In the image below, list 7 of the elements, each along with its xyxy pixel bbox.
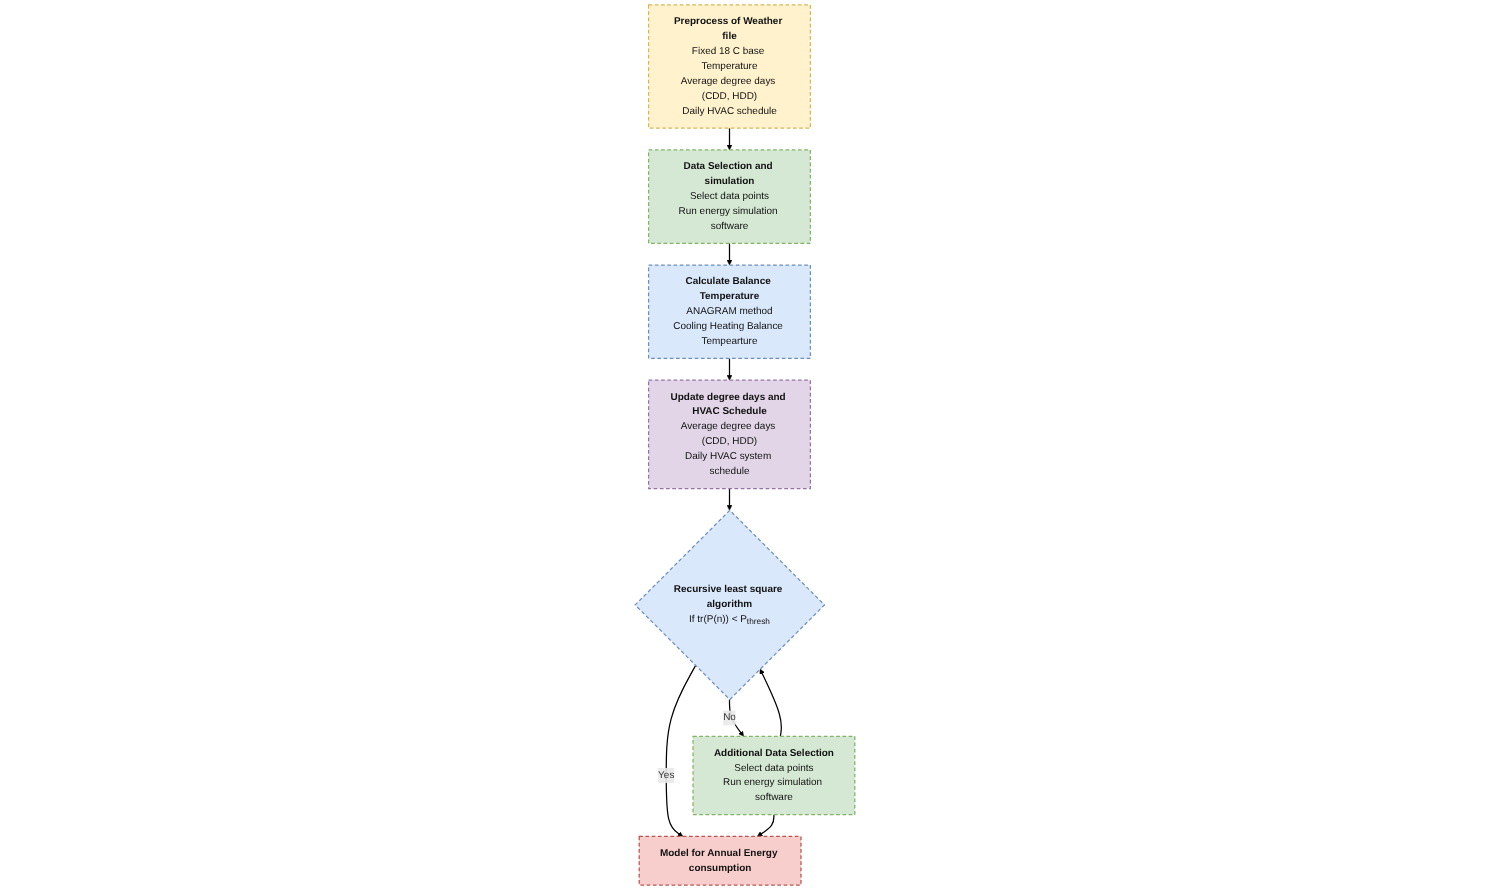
arrow (665, 665, 697, 837)
arrow (757, 814, 775, 837)
arrow (759, 668, 782, 737)
arrow (726, 127, 733, 151)
arrow (726, 487, 733, 511)
arrow (726, 357, 733, 381)
arrow (726, 242, 733, 266)
